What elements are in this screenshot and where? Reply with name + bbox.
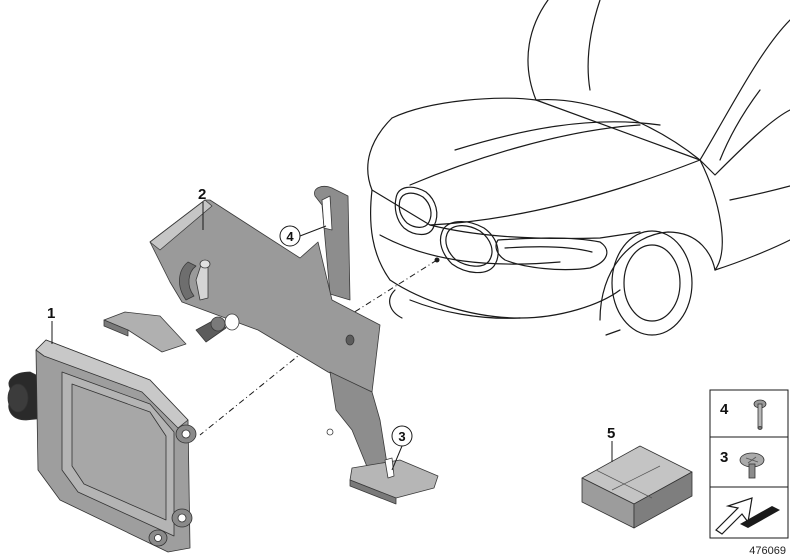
svg-text:1: 1 (47, 305, 55, 322)
box-part-5 (581, 445, 693, 529)
callout-2: 2 (198, 186, 206, 230)
legend-label-3: 3 (720, 449, 728, 466)
rivet-icon (753, 399, 767, 430)
car-front-outline (367, 0, 790, 336)
svg-text:3: 3 (398, 429, 405, 444)
sticker-arrow-icon (715, 497, 780, 535)
screw-icon (739, 452, 765, 479)
callout-3-circle: 3 (391, 425, 413, 471)
catalog-number: 476069 (749, 545, 786, 557)
svg-text:4: 4 (286, 229, 294, 244)
callout-4-circle: 4 (279, 225, 327, 247)
bracket-part-2 (103, 186, 439, 505)
svg-text:5: 5 (607, 425, 615, 442)
callout-5: 5 (607, 425, 615, 462)
legend-label-4: 4 (720, 401, 729, 418)
callout-1: 1 (47, 305, 55, 344)
svg-text:2: 2 (198, 186, 206, 203)
radar-sensor-part-1 (7, 339, 197, 553)
